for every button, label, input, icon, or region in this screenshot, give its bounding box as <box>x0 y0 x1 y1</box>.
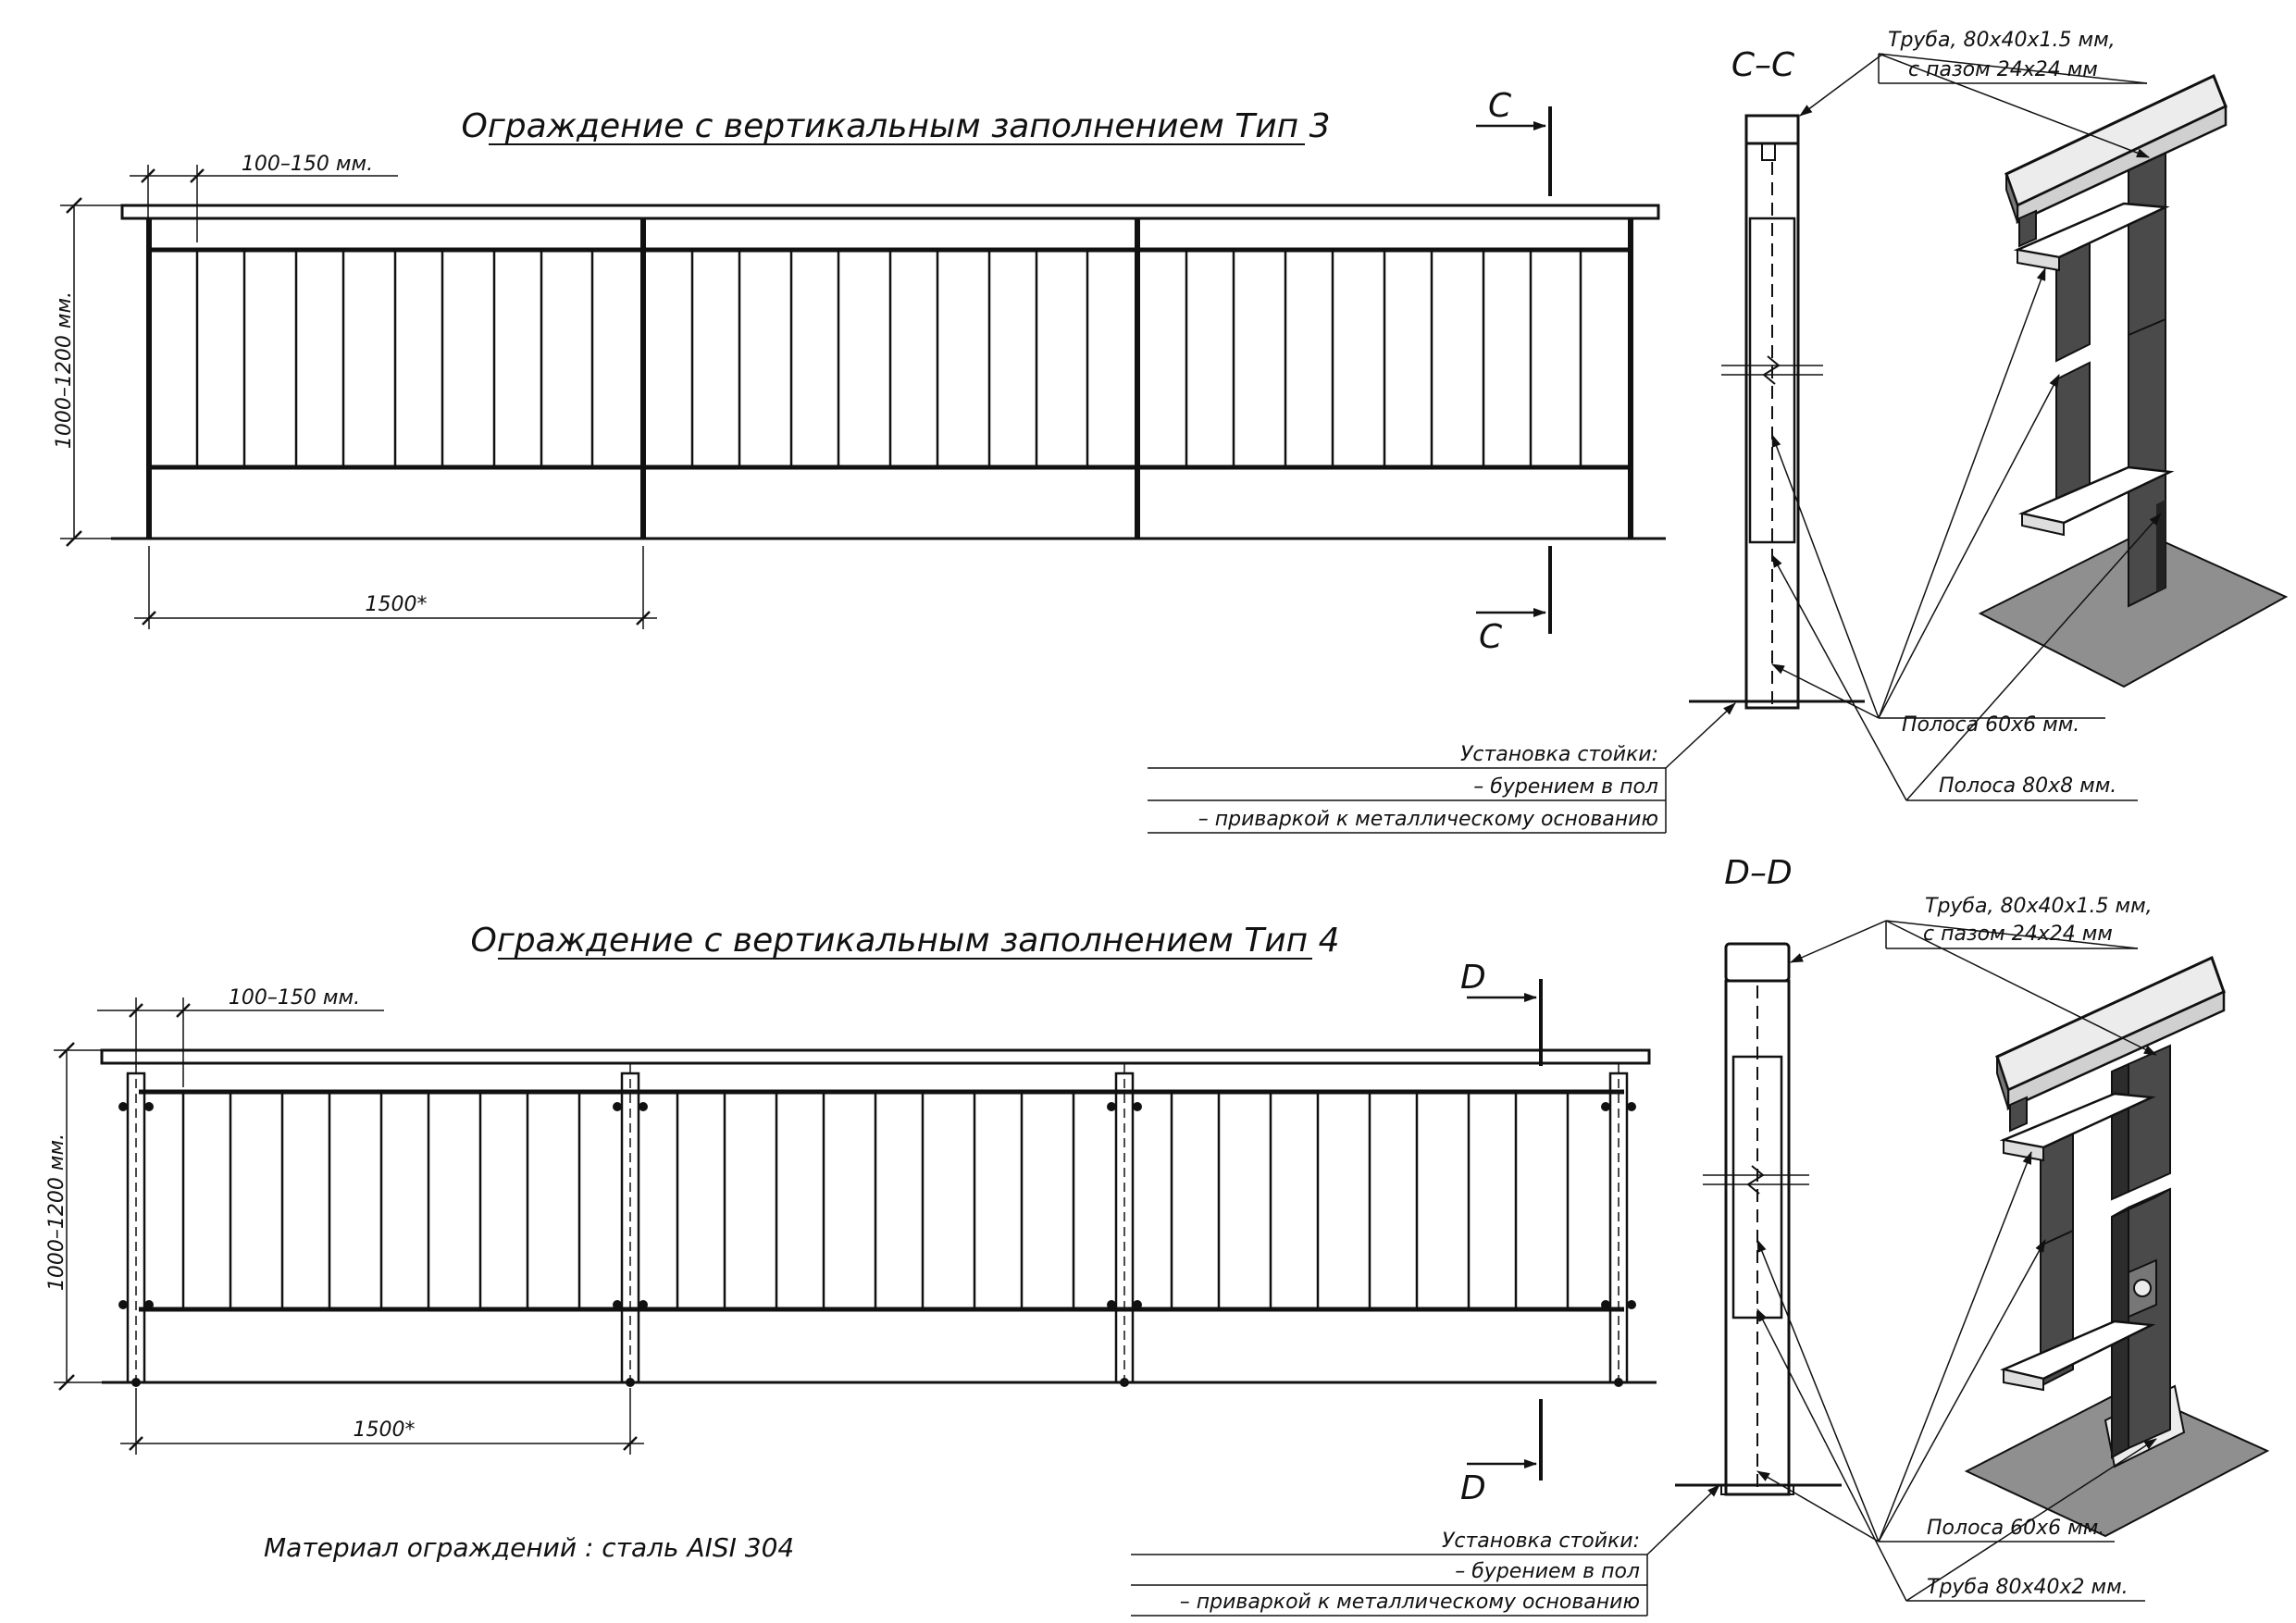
type4-install-option-1: – бурением в пол <box>1455 1560 1640 1583</box>
type3-title: Ограждение с вертикальным заполнением Ти… <box>462 107 1331 145</box>
type4-section-letter-bottom: D <box>1460 1469 1486 1507</box>
type3-callout-post: Полоса 80х8 мм. <box>1939 774 2116 798</box>
type3-gap-dim-label: 100–150 мм. <box>242 153 373 176</box>
type4-title: Ограждение с вертикальным заполнением Ти… <box>471 922 1340 960</box>
material-note: Материал ограждений : сталь AISI 304 <box>264 1532 794 1563</box>
type3-install-option-1: – бурением в пол <box>1473 775 1658 799</box>
type4-section-mark-top <box>1467 979 1543 1066</box>
type4-section-post <box>1675 942 1842 1496</box>
type4-span-dim-label: 1500* <box>354 1419 416 1442</box>
type4-upper-strip <box>2040 1129 2074 1247</box>
type3-section-letter-top: C <box>1488 87 1512 125</box>
type4-infill-pickets <box>181 1090 1518 1311</box>
type4-isometric-detail <box>1964 955 2270 1538</box>
type4-height-dim-label: 1000–1200 мм. <box>45 1134 68 1291</box>
type4-handrail <box>100 1048 1651 1065</box>
type4-section-mark-bottom <box>1467 1399 1543 1481</box>
type4-callout-post: Труба 80х40х2 мм. <box>1927 1576 2128 1599</box>
type3-section-mark-top <box>1476 106 1552 196</box>
type4-callout-lines <box>1131 920 2157 1617</box>
type3-section-post <box>1689 114 1865 710</box>
type3-isometric-detail <box>1978 73 2289 688</box>
type3-railing-elevation <box>111 204 1666 540</box>
type3-span-dim-label: 1500* <box>366 593 428 616</box>
type3-base-plate <box>1978 530 2289 688</box>
type3-callout-pipe-line1: Труба, 80х40х1.5 мм, <box>1888 29 2116 52</box>
type3-section-mark-bottom <box>1476 546 1552 634</box>
type4-install-option-2: – приваркой к металлическому основанию <box>1180 1591 1640 1614</box>
type3-posts <box>146 218 1633 539</box>
type3-install-title: Установка стойки: <box>1460 743 1658 766</box>
type3-install-option-2: – приваркой к металлическому основанию <box>1198 808 1658 831</box>
type3-upper-strip <box>2055 241 2091 363</box>
type3-callout-strip-60: Полоса 60х6 мм. <box>1902 713 2079 737</box>
type4-upper-post <box>2128 1044 2171 1194</box>
type3-height-dim-label: 1000–1200 мм. <box>53 291 76 449</box>
type4-install-title: Установка стойки: <box>1442 1530 1640 1553</box>
type3-section-title: C–C <box>1731 46 1795 84</box>
type4-callout-pipe-line2: с пазом 24х24 мм <box>1923 923 2113 946</box>
type3-callout-pipe-line2: с пазом 24х24 мм <box>1908 58 2098 81</box>
type4-section-title: D–D <box>1724 854 1792 892</box>
type4-callout-pipe-line1: Труба, 80х40х1.5 мм, <box>1925 895 2153 918</box>
type4-post-bolts <box>118 1102 1636 1387</box>
type3-callout-lines <box>1148 53 2162 834</box>
type4-railing-elevation <box>100 1048 1657 1387</box>
type4-gap-dim-label: 100–150 мм. <box>229 986 360 1010</box>
type3-handrail <box>120 204 1660 220</box>
type3-infill-pickets <box>195 248 1533 469</box>
type4-callout-strip-60: Полоса 60х6 мм. <box>1927 1517 2104 1540</box>
type4-post-centerlines <box>135 1064 1620 1382</box>
type4-post-tube <box>2128 1187 2171 1450</box>
type3-section-letter-bottom: C <box>1479 618 1503 656</box>
type4-section-letter-top: D <box>1460 959 1486 997</box>
type3-dimensions <box>60 165 657 629</box>
type4-posts <box>126 1072 1629 1384</box>
type4-dimensions <box>54 997 644 1455</box>
